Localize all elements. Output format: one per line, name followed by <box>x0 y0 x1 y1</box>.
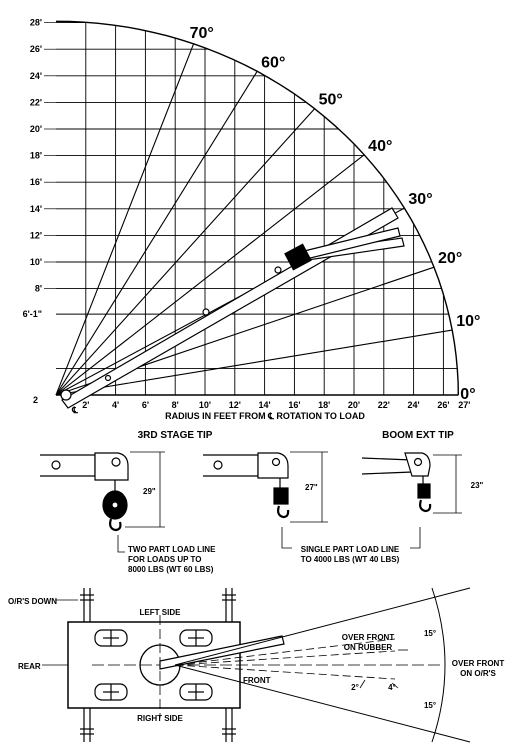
dim-middle: 27" <box>305 483 318 492</box>
tip-details: 3RD STAGE TIP BOOM EXT TIP 29" TWO PART … <box>40 430 484 574</box>
x-label: 27' <box>458 400 470 410</box>
boom-pin <box>60 389 72 401</box>
boom-pin <box>274 266 282 274</box>
dim-boom-ext: 23" <box>471 481 484 490</box>
y-label: 16' <box>30 177 42 187</box>
over-front-rubber-2: ON RUBBER <box>344 643 393 652</box>
y-label: 18' <box>30 151 42 161</box>
y-label: 12' <box>30 230 42 240</box>
angle-labels: 0° 10° 20° 30° 40° 50° 60° 70° <box>190 25 481 403</box>
right-side-label: RIGHT SIDE <box>137 714 183 723</box>
y-label: 14' <box>30 204 42 214</box>
over-front-rubber-1: OVER FRONT <box>342 633 395 642</box>
plan-view <box>42 587 471 743</box>
angle-label-50: 50° <box>319 92 343 109</box>
note-two-part-2: FOR LOADS UP TO <box>128 555 202 564</box>
over-front-outriggers-2: ON O/R'S <box>460 669 496 678</box>
y-label: 20' <box>30 124 42 134</box>
x-axis-title: RADIUS IN FEET FROM ℄ ROTATION TO LOAD <box>165 411 365 421</box>
angle-rays <box>55 43 459 396</box>
ray-40deg <box>55 154 365 396</box>
x-label: 22' <box>378 400 390 410</box>
range-chart: 2 6'-1" 8' 10' 12' 14' 16' 18' 20' 22' 24' 26' 28' 30… <box>23 0 481 421</box>
x-label: 12' <box>229 400 241 410</box>
y-label: 30' <box>30 0 42 1</box>
x-label: 10' <box>199 400 211 410</box>
angle-4: 4° <box>388 683 396 692</box>
y-label: 10' <box>30 257 42 267</box>
ray-70deg <box>55 43 195 396</box>
y-label: 22' <box>30 97 42 107</box>
angle-15-bottom: 15° <box>424 701 436 710</box>
boom-pin <box>202 308 210 316</box>
angle-label-10: 10° <box>456 313 480 330</box>
x-label: 18' <box>318 400 330 410</box>
boom-pin <box>104 374 112 382</box>
third-stage-title: 3RD STAGE TIP <box>138 430 213 441</box>
left-side-label: LEFT SIDE <box>140 608 182 617</box>
y-label: 8' <box>35 284 42 294</box>
x-label: 24' <box>408 400 420 410</box>
note-single-part-1: SINGLE PART LOAD LINE <box>301 545 400 554</box>
x-label: 4' <box>112 400 119 410</box>
wheels <box>94 629 213 701</box>
angle-15-top: 15° <box>424 629 436 638</box>
y-label: 2 <box>33 395 38 405</box>
angle-2: 2° <box>351 683 359 692</box>
boom-ext-tip <box>361 452 462 514</box>
angle-label-20: 20° <box>438 250 462 267</box>
angle-label-40: 40° <box>368 138 392 155</box>
boom-drawings <box>60 207 405 409</box>
ray-10deg <box>55 329 453 396</box>
rear-label: REAR <box>18 662 41 671</box>
note-single-part-2: TO 4000 LBS (WT 40 LBS) <box>301 555 400 564</box>
y-label: 6'-1" <box>23 309 42 319</box>
x-label: 20' <box>348 400 360 410</box>
y-label: 26' <box>30 44 42 54</box>
y-label: 24' <box>30 71 42 81</box>
ray-50deg <box>55 108 316 396</box>
angle-label-0: 0° <box>460 386 475 403</box>
x-label: 14' <box>259 400 271 410</box>
x-label: 2' <box>82 400 89 410</box>
note-two-part-3: 8000 LBS (WT 60 LBS) <box>128 565 214 574</box>
x-axis-labels: 2' 4' 6' 8' 10' 12' 14' 16' 18' 20' 22' 24' 26' 27' <box>82 400 470 410</box>
x-label: 8' <box>172 400 179 410</box>
note-two-part-1: TWO PART LOAD LINE <box>128 545 216 554</box>
x-label: 26' <box>437 400 449 410</box>
ray-60deg <box>55 71 258 396</box>
front-label: FRONT <box>243 676 271 685</box>
x-label: 6' <box>142 400 149 410</box>
angle-label-60: 60° <box>261 54 285 71</box>
angle-label-30: 30° <box>408 191 432 208</box>
x-label: 16' <box>288 400 300 410</box>
middle-tip <box>203 451 421 549</box>
y-label-leaders <box>44 22 56 289</box>
over-front-outriggers-1: OVER FRONT <box>452 659 505 668</box>
boom-head <box>284 243 312 271</box>
third-stage-tip <box>40 451 165 553</box>
max-reach-arc <box>55 20 459 396</box>
outriggers-down-label: O/R'S DOWN <box>8 597 57 606</box>
y-label: 28' <box>30 18 42 28</box>
y-axis-labels: 2 6'-1" 8' 10' 12' 14' 16' 18' 20' 22' 24' 26' 28' 30… <box>23 0 42 405</box>
angle-label-70: 70° <box>190 25 214 42</box>
boom-30deg <box>61 207 399 409</box>
boom-ext-title: BOOM EXT TIP <box>382 430 454 441</box>
dim-third-stage: 29" <box>143 487 156 496</box>
centerline-mark: ℄ <box>71 405 78 415</box>
